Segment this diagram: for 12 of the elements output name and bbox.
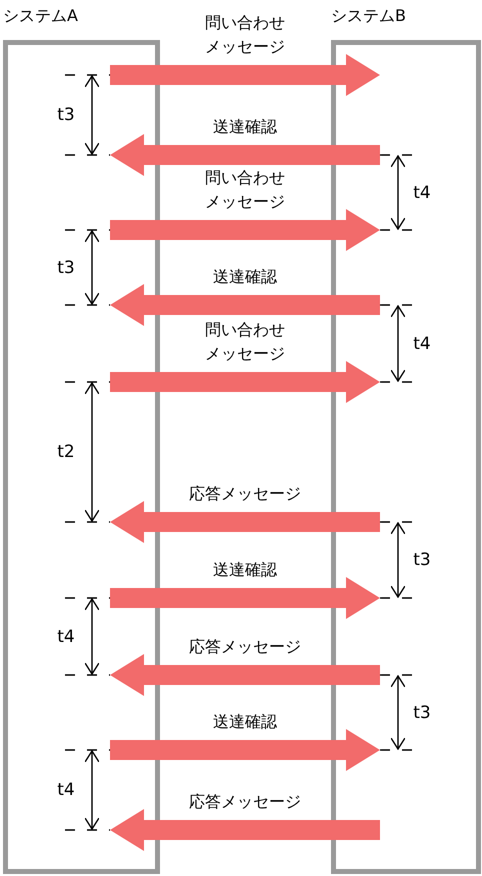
arrow <box>110 54 380 96</box>
arrow <box>110 577 380 619</box>
system-heading: システムA <box>3 6 78 27</box>
arrow <box>110 729 380 771</box>
arrow <box>110 284 380 326</box>
arrow <box>110 501 380 543</box>
arrow <box>110 209 380 251</box>
arrow <box>110 654 380 696</box>
arrow <box>110 809 380 851</box>
arrow <box>110 134 380 176</box>
arrow <box>110 361 380 403</box>
system-heading: システムB <box>331 6 406 27</box>
